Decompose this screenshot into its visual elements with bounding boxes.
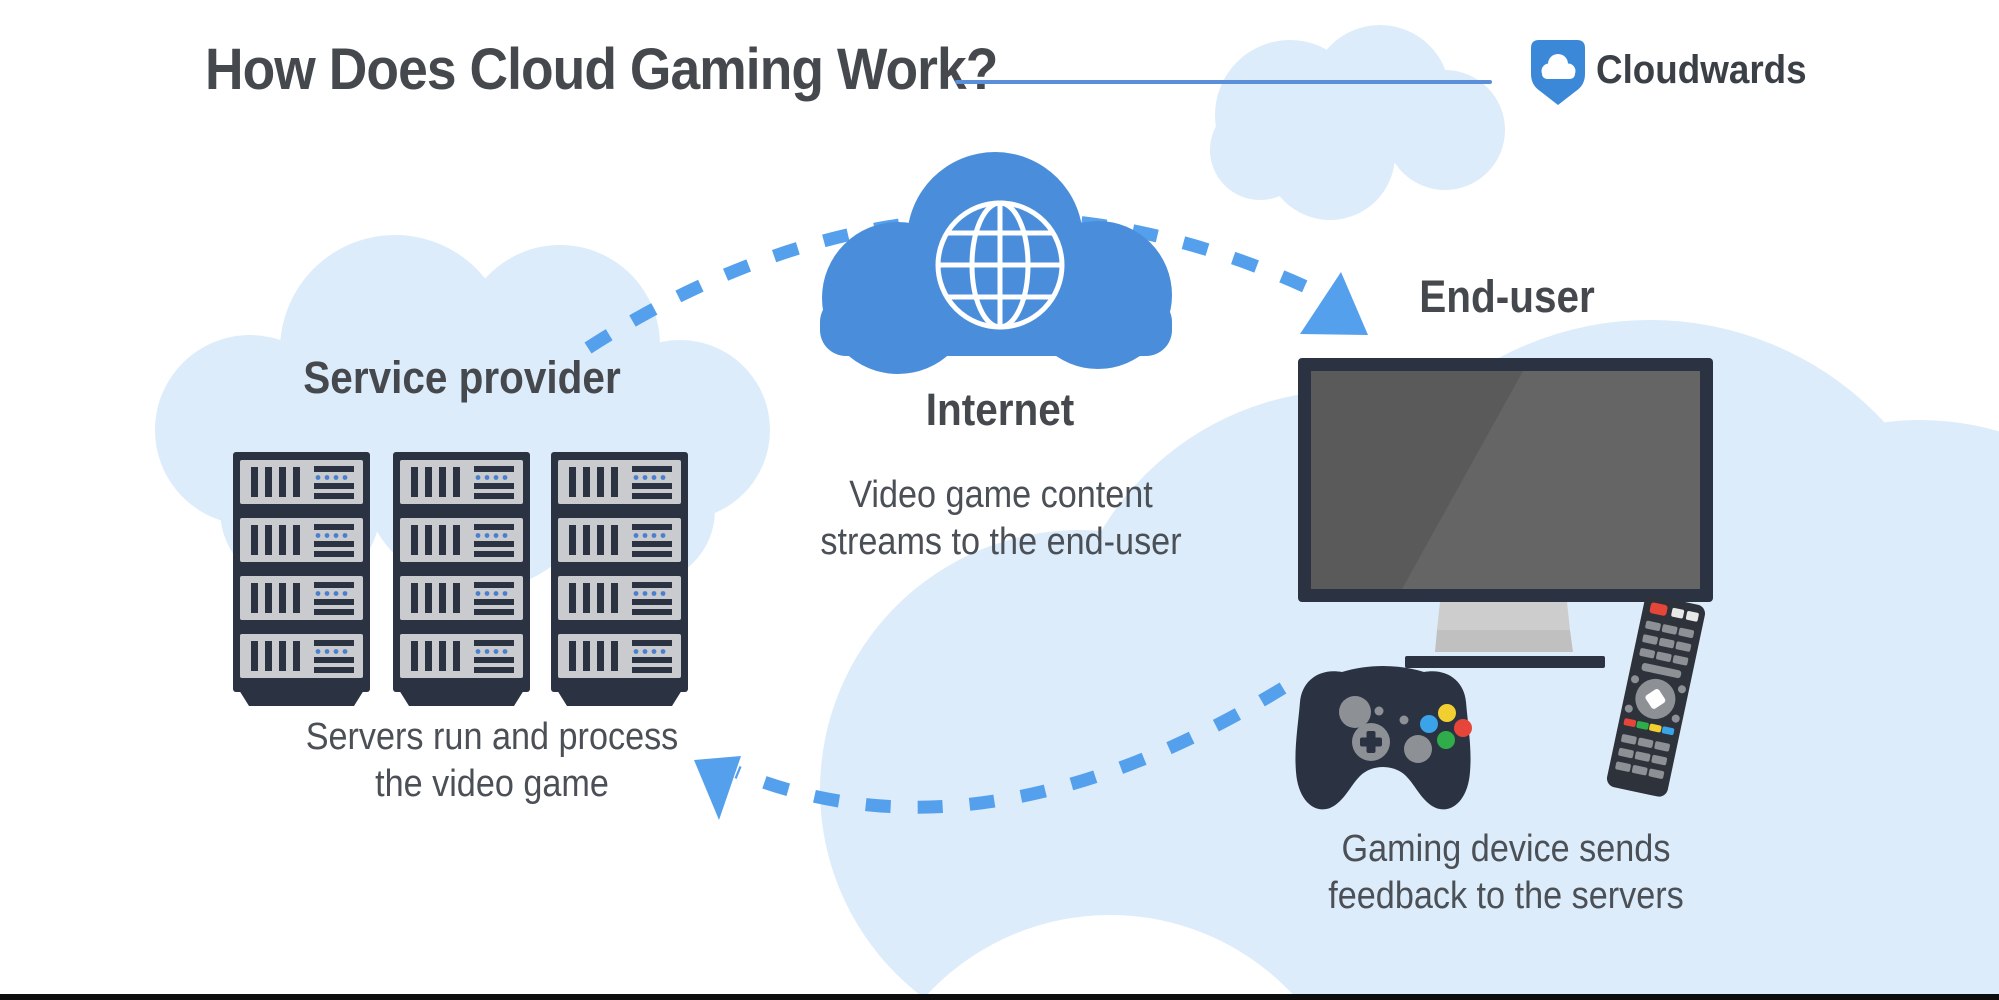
background-cloud-top-right xyxy=(1210,25,1505,220)
bottom-letterbox-bar xyxy=(0,994,1999,1000)
caption-line: Servers run and process xyxy=(305,716,679,758)
shield-cloud-logo-icon xyxy=(1531,40,1585,105)
server-rack-icon xyxy=(233,452,688,706)
caption-line: the video game xyxy=(375,763,609,805)
brand-name: Cloudwards xyxy=(1596,48,1807,92)
globe-icon xyxy=(935,200,1065,330)
arrowhead-to-servers xyxy=(694,756,741,820)
caption-line: Video game content xyxy=(849,474,1153,516)
end-user-caption: Gaming device sends feedback to the serv… xyxy=(1328,826,1684,920)
end-user-label: End-user xyxy=(1419,271,1595,322)
caption-line: streams to the end-user xyxy=(820,521,1182,563)
caption-line: feedback to the servers xyxy=(1328,875,1684,917)
title-rule xyxy=(955,80,1492,84)
caption-line: Gaming device sends xyxy=(1341,828,1671,870)
internet-label: Internet xyxy=(925,384,1075,435)
page-title: How Does Cloud Gaming Work? xyxy=(205,37,998,102)
arrowhead-to-end-user xyxy=(1300,272,1368,335)
remote-control-icon xyxy=(1606,595,1706,797)
cloud-globe-icon xyxy=(820,152,1172,374)
tv-icon xyxy=(1298,358,1713,668)
gamepad-icon xyxy=(1295,666,1472,810)
dashed-arrow-top xyxy=(584,211,1333,354)
service-provider-caption: Servers run and process the video game xyxy=(306,714,679,808)
internet-caption: Video game content streams to the end-us… xyxy=(820,472,1181,566)
service-provider-label: Service provider xyxy=(303,352,621,403)
